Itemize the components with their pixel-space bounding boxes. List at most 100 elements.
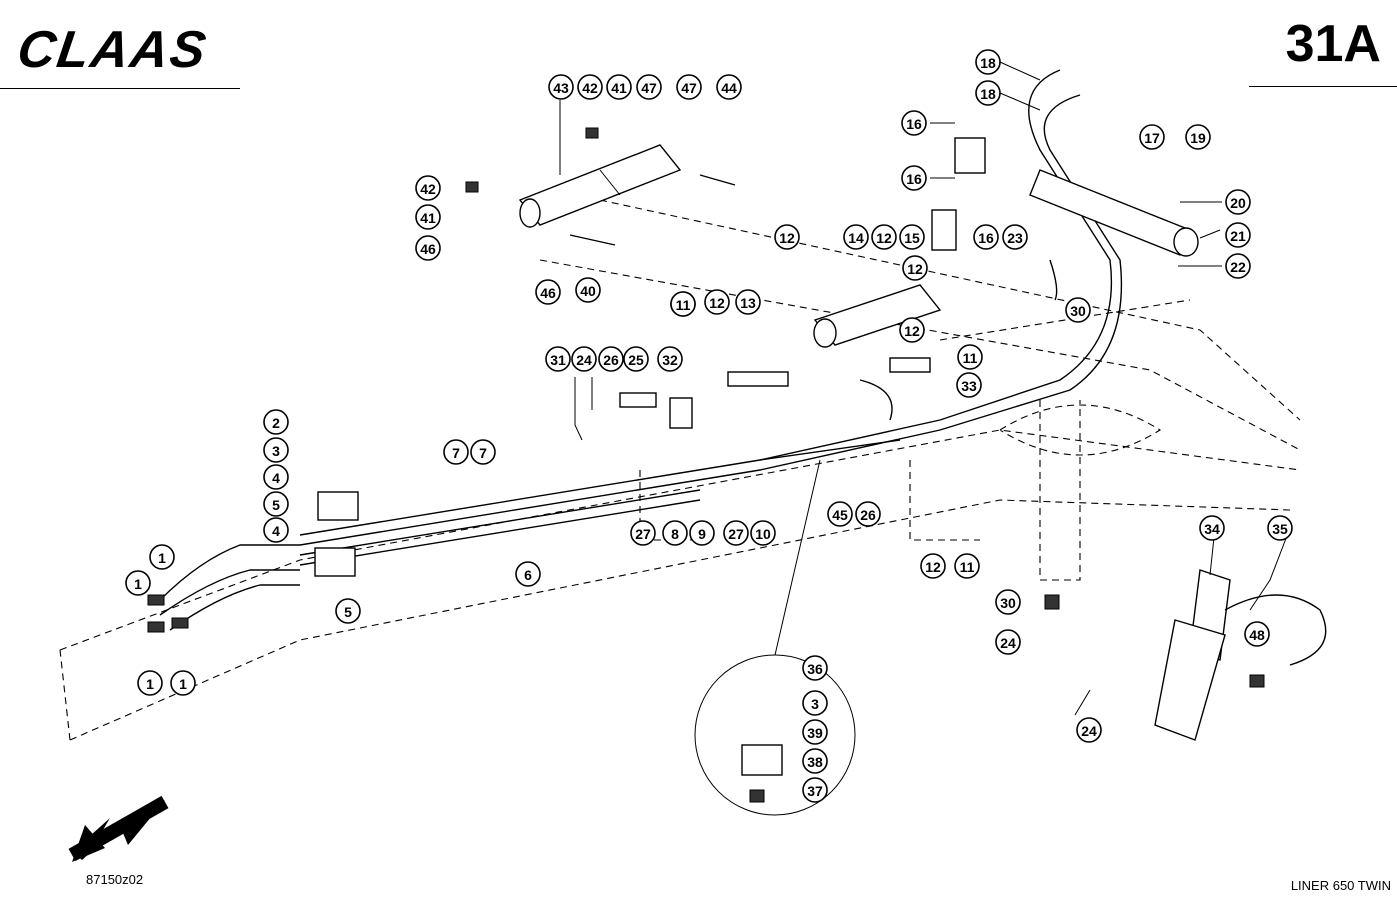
callout-46: 46 [415,235,441,261]
callout-number: 23 [1007,230,1023,246]
callout-24: 24 [1076,717,1102,743]
callout-5: 5 [335,598,361,624]
cylinder-43 [518,144,682,228]
detail-circle [694,459,856,816]
callout-number: 37 [807,783,823,799]
callout-number: 43 [553,80,569,96]
callout-number: 13 [740,295,756,311]
callout-number: 24 [576,352,592,368]
callout-7: 7 [470,439,496,465]
callout-32: 32 [657,346,683,372]
callout-18: 18 [975,80,1001,106]
callout-number: 10 [755,526,771,542]
arrow-down-left-icon [68,795,169,862]
callout-42: 42 [415,175,441,201]
callout-number: 12 [779,230,795,246]
callout-number: 12 [907,261,923,277]
callout-number: 45 [832,507,848,523]
callout-12: 12 [774,224,800,250]
callout-number: 41 [611,80,627,96]
callout-number: 20 [1230,195,1246,211]
callout-number: 3 [272,443,280,459]
callout-19: 19 [1185,124,1211,150]
callout-1: 1 [149,544,175,570]
callout-17: 17 [1139,124,1165,150]
callout-number: 15 [904,230,920,246]
cylinder-14 [813,284,942,348]
callout-20: 20 [1225,189,1251,215]
callout-41: 41 [606,74,632,100]
callout-12: 12 [899,317,925,343]
callout-26: 26 [598,346,624,372]
callout-8: 8 [662,520,688,546]
model-name: LINER 650 TWIN [1290,878,1391,893]
cylinder-34 [1154,569,1231,741]
callout-number: 40 [580,283,596,299]
callout-41: 41 [415,204,441,230]
callout-number: 5 [272,497,280,513]
callout-number: 18 [980,55,996,71]
callout-number: 38 [807,754,823,770]
callout-30: 30 [1065,297,1091,323]
callout-46: 46 [535,279,561,305]
callout-number: 41 [420,210,436,226]
callout-number: 42 [420,181,436,197]
callout-number: 46 [540,285,556,301]
callout-12: 12 [902,255,928,281]
callout-16: 16 [973,224,999,250]
callout-5: 5 [263,491,289,517]
fittings [147,127,1265,803]
callout-number: 12 [925,559,941,575]
callout-number: 11 [963,350,978,366]
callout-number: 1 [158,550,166,566]
callout-42: 42 [577,74,603,100]
callout-number: 27 [635,526,651,542]
callout-number: 1 [179,676,187,692]
callout-43: 43 [548,74,574,100]
drawing-number: 87150z02 [86,872,144,887]
callout-38: 38 [802,748,828,774]
callout-number: 7 [479,445,487,461]
callout-number: 48 [1249,627,1265,643]
callout-10: 10 [750,520,776,546]
callout-11: 11 [957,344,983,370]
callout-44: 44 [716,74,742,100]
callout-number: 31 [550,352,566,368]
callout-33: 33 [956,372,982,398]
callout-35: 35 [1267,515,1293,541]
bushing-16 [954,137,986,174]
callout-14: 14 [843,224,869,250]
callout-number: 39 [807,725,823,741]
callout-40: 40 [575,277,601,303]
callout-24: 24 [995,629,1021,655]
callout-number: 4 [272,523,280,539]
callout-number: 35 [1272,521,1288,537]
callout-labels: 1111234455677891011111111121212121212131… [125,49,1293,803]
callout-number: 12 [876,230,892,246]
callout-number: 1 [146,676,154,692]
callout-number: 18 [980,86,996,102]
callout-number: 19 [1190,130,1206,146]
callout-45: 45 [827,501,853,527]
callout-number: 3 [811,696,819,712]
callout-number: 8 [671,526,679,542]
callout-15: 15 [899,224,925,250]
callout-16: 16 [901,165,927,191]
callout-number: 24 [1000,635,1016,651]
callout-number: 36 [807,661,823,677]
callout-number: 4 [272,470,280,486]
callout-number: 2 [272,415,280,431]
callout-47: 47 [636,74,662,100]
callout-number: 7 [452,445,460,461]
callout-24: 24 [571,346,597,372]
callout-47: 47 [676,74,702,100]
callout-number: 47 [641,80,657,96]
callout-number: 5 [344,604,352,620]
callout-number: 6 [524,567,532,583]
callout-number: 42 [582,80,598,96]
callout-number: 9 [698,526,706,542]
callout-39: 39 [802,719,828,745]
callout-number: 47 [681,80,697,96]
callout-4: 4 [263,464,289,490]
